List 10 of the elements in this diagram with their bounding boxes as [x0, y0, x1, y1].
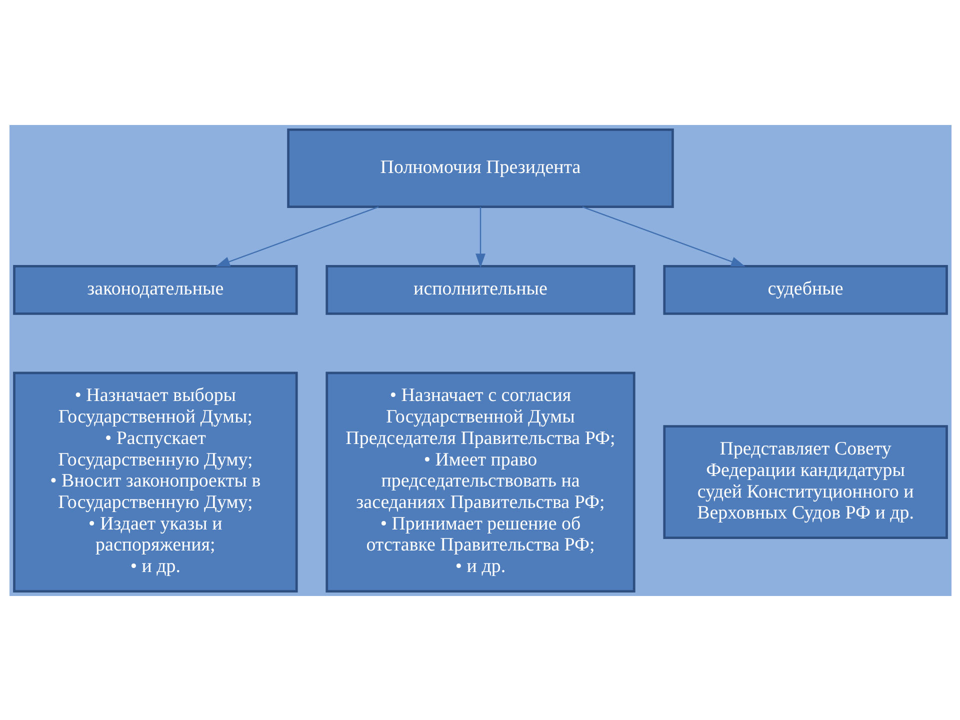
- node-box: Представляет Совету Федерации кандидатуры судей Конституционного и Верховных Судов РФ и др.: [662, 424, 948, 539]
- node-box: • Назначает выборы Государственной Думы; • Распускает Государственную Думу; • Вносит законопроекты в Государственную Думу; • Издает указы и распоряжения; • и др.: [12, 371, 298, 592]
- arrow: [582, 206, 745, 266]
- arrow: [475, 206, 485, 268]
- node-box: • Назначает с согласия Государственной Думы Председателя Правительства РФ; • Имеет право председательствовать на заседаниях Правительства РФ; • Принимает решение об отставке Правительства РФ; • и др.: [325, 371, 635, 592]
- node-box: судебные: [662, 264, 948, 314]
- arrow: [215, 206, 378, 266]
- node-box: законодательные: [12, 264, 298, 314]
- node-box: исполнительные: [325, 264, 635, 314]
- node-box: Полномочия Президента: [286, 128, 674, 208]
